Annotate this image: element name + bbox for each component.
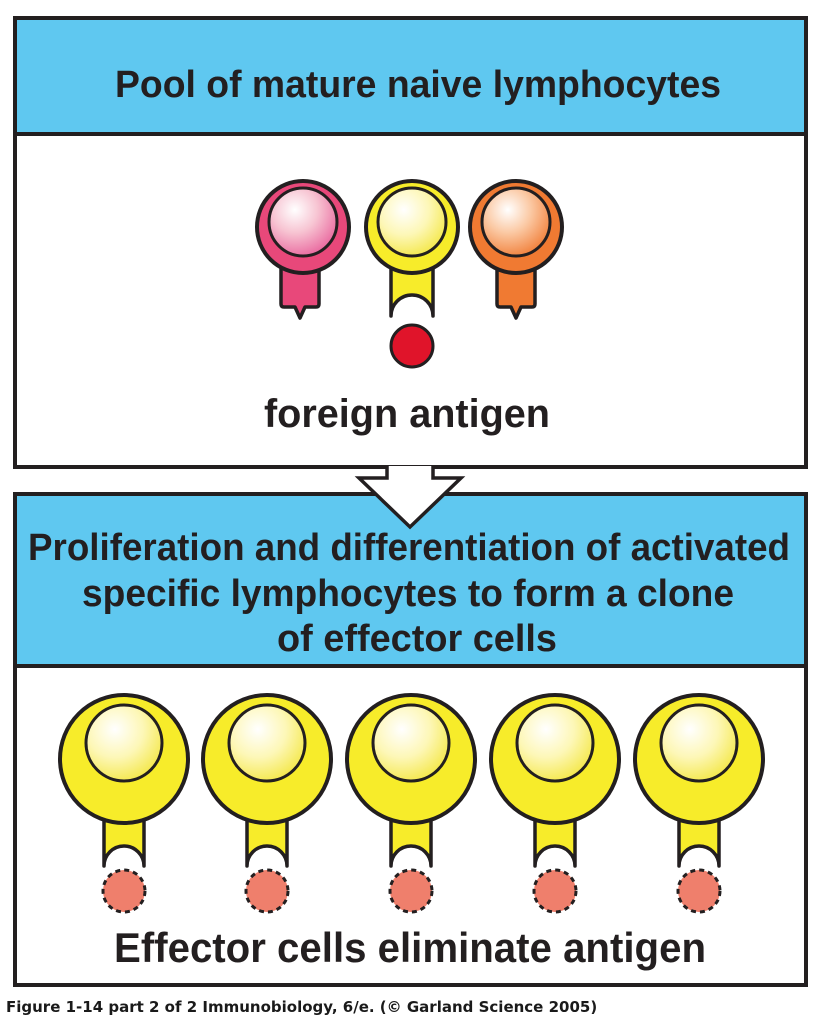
foreign-antigen-particle [389,323,435,369]
effector-cell [58,693,190,914]
top-panel: Pool of mature naive lymphocytes foreign… [13,16,808,469]
cell-nucleus [376,186,448,258]
antigen-particle [244,868,290,914]
down-arrow-shape [354,466,466,530]
antigen-particle [676,868,722,914]
effector-cells-label: Effector cells eliminate antigen [114,924,706,971]
down-arrow [354,466,466,530]
bottom-panel-heading-line-3: of effector cells [277,618,557,660]
effector-cell [633,693,765,914]
antigen-particle [101,868,147,914]
antigen-particle [388,868,434,914]
top-panel-header-band [17,20,804,133]
naive-lymphocyte-pink [255,179,351,320]
antigen-particle [532,868,578,914]
bottom-panel-heading-line-1: Proliferation and differentiation of act… [28,527,790,569]
effector-cell [345,693,477,914]
naive-lymphocyte-orange [468,179,564,320]
figure-caption: Figure 1-14 part 2 of 2 Immunobiology, 6… [6,998,598,1016]
effector-cell-row [58,693,765,914]
naive-lymphocyte-yellow [364,179,460,318]
cell-nucleus [515,703,595,783]
top-panel-heading: Pool of mature naive lymphocytes [115,64,721,106]
cell-nucleus [659,703,739,783]
bottom-panel-heading-line-2: specific lymphocytes to form a clone [82,573,734,615]
cell-nucleus [371,703,451,783]
cell-nucleus [84,703,164,783]
cell-nucleus [480,186,552,258]
foreign-antigen-label: foreign antigen [264,392,550,436]
bottom-panel: Proliferation and differentiation of act… [13,492,808,987]
effector-cell [201,693,333,914]
cell-nucleus [227,703,307,783]
effector-cell [489,693,621,914]
cell-nucleus [267,186,339,258]
